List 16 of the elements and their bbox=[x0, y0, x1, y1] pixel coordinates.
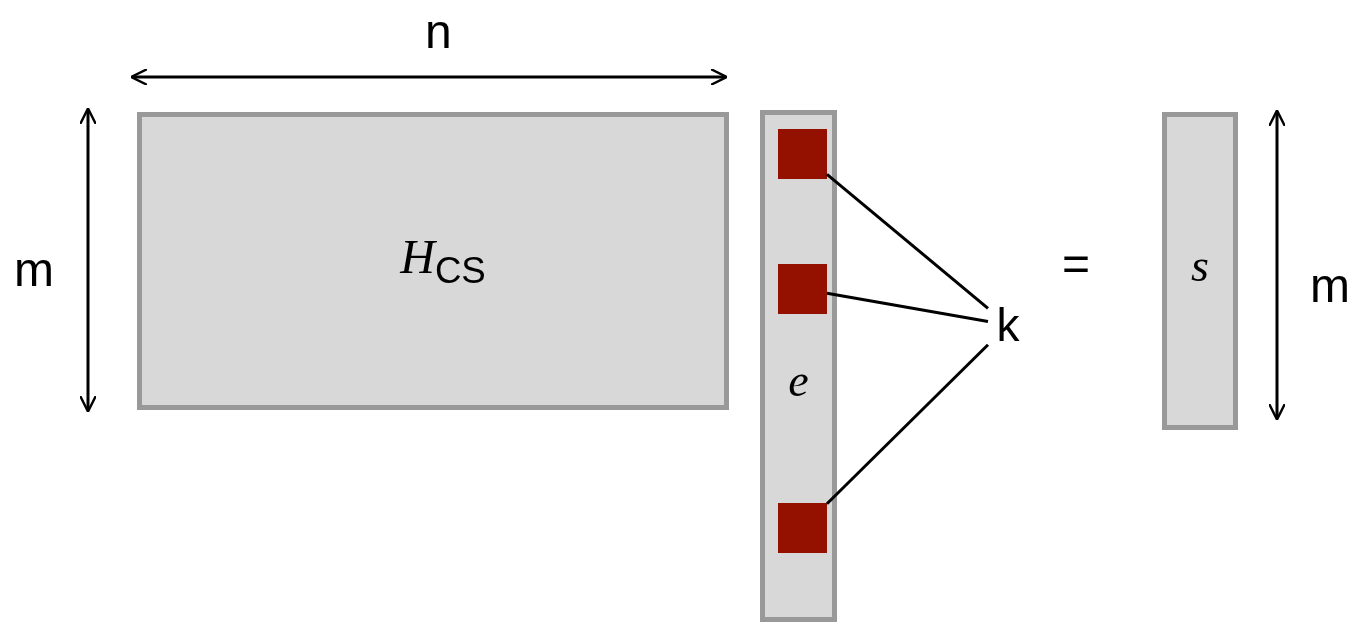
highlighted-entry bbox=[778, 264, 827, 314]
dimension-label: n bbox=[425, 8, 452, 56]
dimension-label: m bbox=[14, 246, 54, 294]
variable-label: k bbox=[996, 302, 1020, 348]
connector-line bbox=[826, 173, 989, 310]
vector-label: s bbox=[1191, 243, 1209, 289]
highlighted-entry bbox=[778, 129, 827, 179]
vector-box bbox=[760, 110, 837, 622]
matrix-label: H$_{CS}$ bbox=[400, 232, 486, 290]
highlighted-entry bbox=[778, 503, 827, 553]
vector-box bbox=[1162, 112, 1238, 430]
connector-line bbox=[825, 343, 990, 505]
vector-label: e bbox=[788, 358, 809, 404]
dimension-label: m bbox=[1310, 262, 1350, 310]
matrix-box bbox=[137, 112, 729, 410]
equals-sign: = bbox=[1062, 240, 1091, 288]
